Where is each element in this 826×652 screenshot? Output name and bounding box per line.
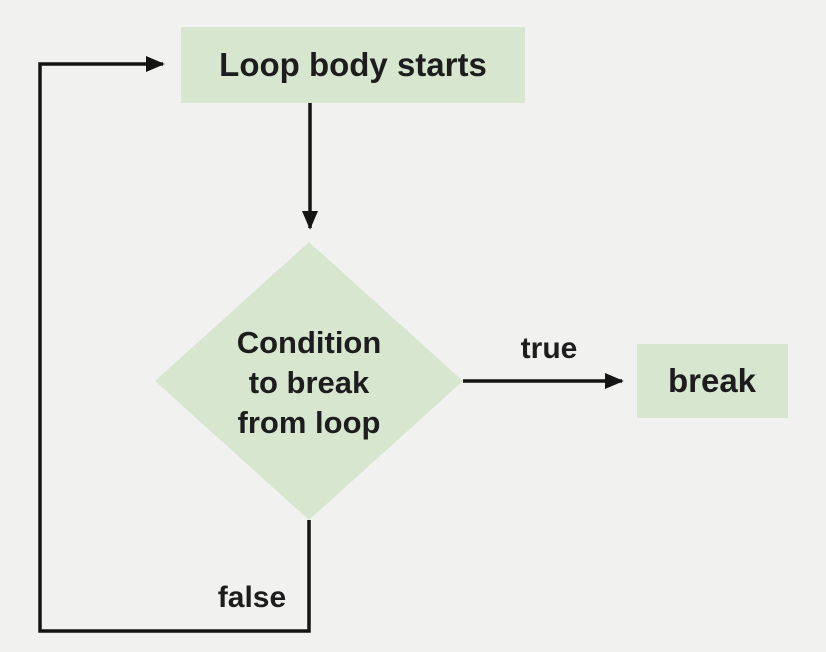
break-node bbox=[637, 344, 788, 418]
false-branch-label: false bbox=[218, 581, 286, 614]
true-branch-label: true bbox=[521, 332, 578, 365]
loop-body-label: Loop body starts bbox=[219, 46, 487, 83]
condition-label-line-2: to break bbox=[249, 365, 370, 400]
condition-diamond-node bbox=[155, 242, 463, 520]
false-branch-loopback-arrow bbox=[38, 55, 311, 633]
condition-label-line-1: Condition bbox=[237, 325, 382, 360]
condition-label-line-3: from loop bbox=[238, 405, 381, 440]
break-label: break bbox=[668, 362, 757, 399]
loop-body-node bbox=[181, 27, 525, 103]
